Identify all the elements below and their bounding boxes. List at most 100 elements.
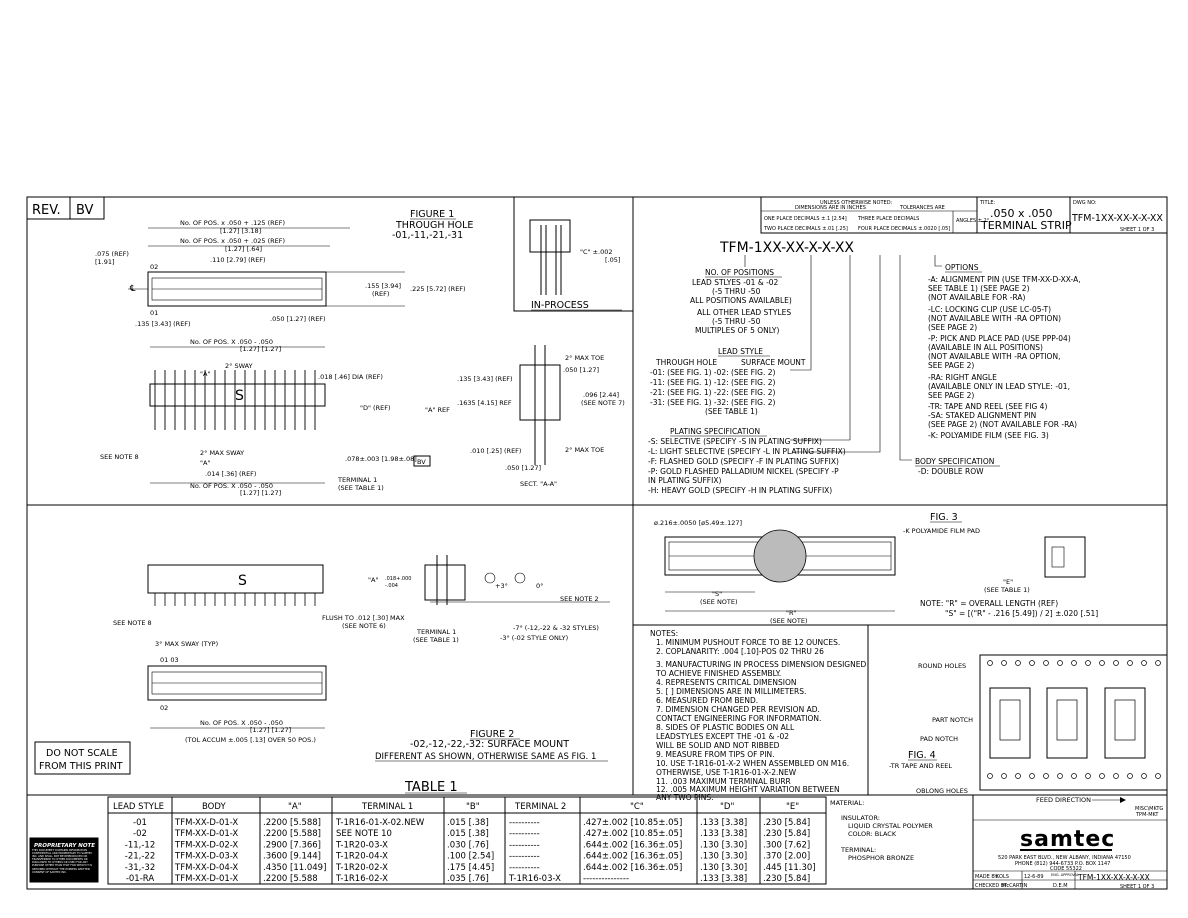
note-0: 1. MINIMUM PUSHOUT FORCE TO BE 12 OUNCES…: [656, 638, 840, 647]
fig3-r-dim: "R": [786, 609, 797, 617]
checked-label: CHECKED BY:: [975, 883, 1008, 889]
tape-pocket-2: [1046, 687, 1088, 759]
tape-pocket-1: [989, 687, 1031, 759]
company-addr2: PHONE (812) 944-6733 P.O. BOX 1147: [1015, 861, 1110, 867]
revision-box: REV. BV: [26, 196, 105, 220]
plating-row-2: -F: FLASHED GOLD (SPECIFY -F IN PLATING …: [648, 457, 839, 466]
option-row-2: (NOT AVAILABLE FOR -RA): [928, 293, 1026, 302]
figure-2: S SEE NOTE 8 3° MAX SWAY (TYP) 01 03 02 …: [34, 555, 610, 775]
dim-135-b: .135 [3.43] (REF): [457, 375, 513, 383]
no-positions-l6: MULTIPLES OF 5 ONLY): [695, 326, 780, 335]
note-3: TO ACHIEVE FINISHED ASSEMBLY.: [655, 669, 781, 678]
table-cell: .230 [5.84]: [763, 818, 810, 828]
section-aa: [519, 364, 561, 421]
proprietary-title: PROPRIETARY NOTE: [34, 843, 95, 849]
note-16: 12. .005 MAXIMUM HEIGHT VARIATION BETWEE…: [656, 785, 840, 794]
three-place: THREE PLACE DECIMALS: [857, 216, 919, 222]
lead-row-3: -31: (SEE FIG. 1) -32: (SEE FIG. 2): [650, 398, 775, 407]
fig2-see-note6: (SEE NOTE 6): [342, 622, 386, 630]
table-cell: -01-RA: [126, 874, 155, 884]
table-cell: T-1R16-01-X-02.NEW: [335, 818, 425, 828]
body-row: -D: DOUBLE ROW: [918, 467, 984, 476]
dim-1635: .1635 [4.15] REF: [457, 399, 512, 407]
table-cell: ----------: [509, 863, 540, 873]
fig2-subtitle: -02,-12,-22,-32: SURFACE MOUNT: [410, 739, 569, 750]
fig1-title: FIGURE 1: [410, 209, 454, 220]
dim-c: "C" ±.002: [580, 248, 613, 256]
dim-pos-tol2: No. OF POS. X .050 - .050: [190, 482, 273, 490]
part-number-code: TFM-1XX-XX-X-X-XX: [719, 240, 854, 256]
title-label: TITLE:: [979, 200, 996, 206]
table-cell: T-1R20-02-X: [335, 863, 388, 873]
table-cell: -21,-22: [125, 852, 155, 862]
dim-pos-ref2: No. OF POS. x .050 + .025 (REF): [180, 237, 285, 245]
fig2-angle-7: -7° (-12,-22 & -32 STYLES): [513, 624, 599, 632]
options-title: OPTIONS: [945, 263, 979, 272]
dim-c-mm: [.05]: [605, 256, 620, 264]
fig4-feed: FEED DIRECTION: [1036, 796, 1091, 804]
four-place: FOUR PLACE DECIMALS ±.0020 [.05]: [858, 226, 950, 232]
dim-010: .010 [.25] (REF): [470, 447, 521, 455]
fig2-terminal1: TERMINAL 1: [416, 628, 456, 636]
note-4: 4. REPRESENTS CRITICAL DIMENSION: [656, 678, 796, 687]
table-cell: .100 [2.54]: [447, 852, 494, 862]
table1-header-cell: "C": [630, 802, 644, 812]
fig2-title: FIGURE 2: [470, 729, 514, 740]
no-positions-l2: (-5 THRU -50: [712, 287, 761, 296]
table-cell: .2200 [5.588]: [263, 829, 321, 839]
fig2-angle-0: 0°: [536, 582, 543, 590]
option-row-6: -P: PICK AND PLACE PAD (USE PPP-04): [928, 334, 1071, 343]
approval-label: ENG. APPROVAL: [1051, 873, 1079, 877]
fig2-tol-accum: (TOL ACCUM ±.005 [.13] OVER 50 POS.): [185, 736, 316, 744]
body-title: BODY SPECIFICATION: [915, 457, 994, 466]
company-block: MISC\MKTG TPM-MKT samtec 520 PARK EAST B…: [973, 806, 1167, 890]
made-by: KOLS: [996, 874, 1009, 880]
fig1-subtitle1: THROUGH HOLE: [395, 220, 473, 231]
table-cell: TFM-XX-D-01-X: [174, 874, 238, 884]
figure-1: FIGURE 1 THROUGH HOLE -01,-11,-21,-31 No…: [95, 196, 634, 497]
fig2-angle-3: +3°: [495, 582, 508, 590]
table-cell: TFM-XX-D-01-X: [174, 829, 238, 839]
table-cell: -02: [133, 829, 147, 839]
table-cell: .2900 [7.366]: [263, 840, 321, 850]
table-cell: .3600 [9.144]: [263, 852, 321, 862]
fig2-profile: [424, 564, 466, 601]
max-toe: 2° MAX TOE: [565, 354, 604, 362]
proprietary-body: THIS DOCUMENT CONTAINS INFORMATION CONFI…: [32, 849, 93, 874]
made-date: 12-6-89: [1024, 874, 1044, 880]
table-cell: ----------: [509, 829, 540, 839]
fig3-subtitle: -K POLYAMIDE FILM PAD: [903, 527, 980, 535]
do-not-scale-2: FROM THIS PRINT: [39, 761, 123, 772]
fig2-dim-a: "A": [368, 576, 378, 584]
dim-075: .075 (REF): [95, 250, 129, 258]
note-15: 11. .003 MAXIMUM TERMINAL BURR: [656, 777, 791, 786]
table-cell: .130 [3.30]: [700, 840, 747, 850]
option-row-16: -K: POLYAMIDE FILM (SEE FIG. 3): [928, 431, 1049, 440]
fig3-note-r: NOTE: "R" = OVERALL LENGTH (REF): [920, 599, 1058, 608]
table1-header-row: LEAD STYLE BODY "A" TERMINAL 1 "B" TERMI…: [113, 802, 799, 812]
table1-header-cell: "B": [466, 802, 480, 812]
table-cell: .133 [3.38]: [700, 818, 747, 828]
note-7: 7. DIMENSION CHANGED PER REVISION AD.: [656, 705, 820, 714]
table-cell: ----------: [509, 840, 540, 850]
company-dwg-no: TFM-1XX-XX-X-X-XX: [1077, 873, 1150, 882]
lead-see-table1: (SEE TABLE 1): [705, 407, 758, 416]
unless-noted: UNLESS OTHERWISE NOTED:: [820, 200, 893, 206]
sect-aa-label: SECT. "A-A": [520, 480, 557, 488]
title-line1: .050 x .050: [990, 207, 1053, 220]
option-row-10: -RA: RIGHT ANGLE: [928, 373, 997, 382]
fig3-note-s: "S" = [("R" - .216 [5.49]) / 2] ±.020 [.…: [945, 609, 1098, 618]
fig3-dia: ø.216±.0050 [ø5.49±.127]: [654, 519, 742, 527]
company-code: CODE 55322: [1050, 866, 1082, 872]
dim-014: .014 [.36] (REF): [205, 470, 256, 478]
table-cell: .370 [2.00]: [763, 852, 810, 862]
fig2-s-mark: S: [238, 573, 247, 589]
rev-label: REV.: [32, 203, 61, 218]
dim-pos-ref2-mm: [1.27] [.64]: [225, 245, 262, 253]
fig2-see-table1: (SEE TABLE 1): [413, 636, 459, 644]
part-number-breakdown: TFM-1XX-XX-X-X-XX NO. OF POSITIONS LEAD …: [648, 240, 1081, 495]
